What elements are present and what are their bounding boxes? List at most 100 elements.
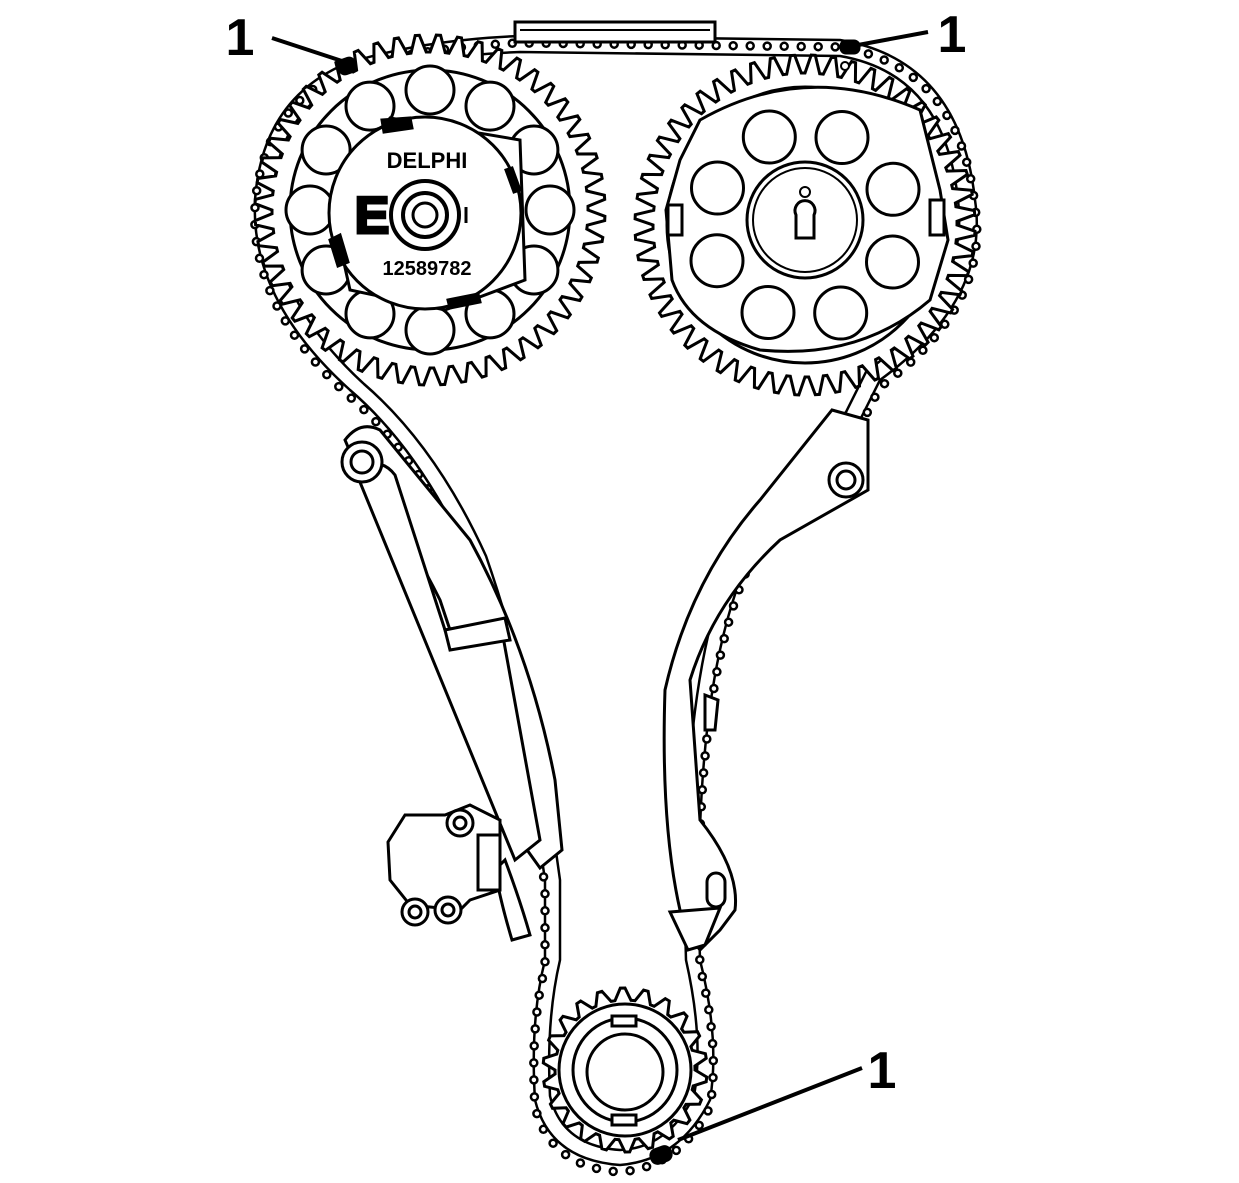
chain-link-pin [932,96,943,107]
lightening-hole [300,124,352,176]
chain-link-pin [870,392,880,402]
chain-link-pin [695,954,705,965]
lightening-hole [865,234,920,290]
chain-link-pin [950,125,960,136]
upper-chain-guide [513,20,717,44]
lightening-hole [524,184,576,236]
chain-link-pin [346,393,357,403]
chain-link-pin [862,407,873,418]
chain-link-pin [701,988,711,998]
chain-link-pin [529,1075,539,1085]
chain-link-pin [334,381,344,392]
chain-link-pin [712,667,722,677]
lightening-hole [464,80,516,132]
chain-link-pin [700,751,710,761]
callout-label-top-left: 1 [226,9,255,67]
chain-link-pin [908,72,919,83]
chain-link-pin [698,768,709,778]
chain-link-pin [929,332,940,343]
chain-link-pin [961,157,972,167]
chain-link-pin [575,1158,586,1168]
chain-link-pin [707,1038,718,1049]
chain-link-pin [702,734,712,744]
crankshaft-sprocket [541,986,709,1154]
chain-link-pin [540,940,550,950]
chain-link-pin [359,404,369,415]
chain-link-pin [289,330,300,340]
lightening-hole [344,80,396,132]
chain-link-pin [591,1163,602,1174]
chain-link-pin [529,1041,539,1051]
chain-link-pin [879,55,889,65]
chain-link-pin [251,185,262,196]
fixed-guide-right [662,408,870,953]
chain-link-pin [540,889,550,899]
chain-link-pin [708,1072,718,1083]
chain-link-pin [540,957,550,967]
sprocket-lightening-holes [689,109,921,341]
chain-link-pin [813,41,823,52]
exhaust-camshaft-sprocket [633,53,977,397]
chain-link-pin [490,39,501,50]
chain-link-pin [918,345,928,356]
chain-link-pin [830,42,840,52]
lightening-hole [813,285,869,341]
chain-link-pin [706,1021,716,1032]
chain-link-pin [299,344,310,354]
chain-link-pin [863,49,874,59]
sprocket-part-number-text: 12589782 [383,258,472,280]
lightening-hole [865,161,921,217]
chain-link-pin [538,872,549,882]
lightening-hole [690,160,745,216]
chain-link-pin [942,110,952,121]
chain-link-pin [371,416,381,427]
chain-link-pin [715,650,726,660]
lightening-hole [404,64,456,116]
chain-link-pin [796,41,806,52]
lightening-hole [740,285,796,340]
chain-link-pin [265,285,275,296]
chain-link-pin [529,1058,539,1068]
chain-link-pin [641,1161,652,1172]
intake-camshaft-sprocket [253,33,607,387]
chain-link-pin [921,83,931,94]
chain-link-pin [254,253,265,264]
chain-link-pin [779,41,789,52]
chain-link-pin [956,141,967,151]
chain-link-pin [697,785,708,795]
chain-link-pin [310,357,321,367]
chain-link-pin [703,1106,713,1116]
lightening-hole [404,304,456,356]
lightening-hole [741,109,797,165]
callout-label-top-right: 1 [938,6,967,64]
chain-link-pin [534,990,544,1000]
tensioner-guide-left [340,425,564,942]
chain-link-pin [709,683,719,694]
chain-link-pin [745,41,755,51]
chain-link-pin [704,1005,714,1015]
chain-link-pin [719,633,729,644]
chain-link-pin [625,1165,635,1176]
chain-link-pin [671,1145,682,1156]
chain-link-pin [893,368,903,378]
lightening-hole [814,110,870,165]
sprocket-letter-text: E [355,187,390,245]
chain-link-pin [283,108,294,118]
chain-link-pin [272,301,282,311]
chain-link-pin [532,1108,542,1119]
chain-link-pin [965,174,976,184]
lightening-hole [284,184,336,236]
chain-link-pin [694,1120,704,1131]
chain-link-pin [280,316,291,326]
chain-link-pin [706,1089,717,1100]
callouts [271,30,929,1142]
chain-link-pin [697,971,708,982]
chain-link-pin [971,241,981,252]
callout-label-bottom: 1 [868,1042,897,1100]
chain-link-pin [708,1055,719,1066]
chain-link-pin [728,40,738,51]
chain-link-pin [537,973,548,984]
chain-link-pin [548,1138,558,1148]
chain-link-pin [968,258,978,268]
